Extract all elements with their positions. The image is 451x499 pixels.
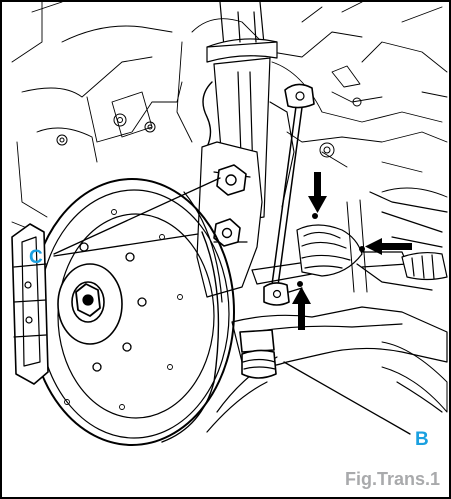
lower-arm xyxy=(206,306,448,433)
body-panel-linework xyxy=(11,2,448,233)
arrow-up xyxy=(292,287,311,330)
panel-bolts xyxy=(56,97,362,158)
knuckle-bolt-lower xyxy=(213,218,241,247)
marker-dot-2 xyxy=(359,246,365,252)
leader-c-lower xyxy=(53,233,199,257)
arrows xyxy=(292,172,412,330)
callout-label-c: C xyxy=(29,247,43,268)
anti-roll-bar-link xyxy=(263,83,315,306)
brake-caliper xyxy=(11,223,49,385)
leader-lines xyxy=(53,177,411,435)
marker-dot-1 xyxy=(312,213,318,219)
arrow-down xyxy=(308,172,327,213)
ball-joint xyxy=(239,329,277,379)
figure-caption: Fig.Trans.1 xyxy=(344,469,440,489)
wheel-studs xyxy=(79,242,147,372)
drive-shaft xyxy=(251,191,448,293)
arrow-left xyxy=(365,238,412,255)
leader-c-upper xyxy=(53,177,221,255)
knuckle-bolt-upper xyxy=(216,164,247,196)
hub xyxy=(57,209,183,410)
callout-label-b: B xyxy=(415,429,429,450)
marker-dot-3 xyxy=(297,281,303,287)
leader-b xyxy=(283,361,411,435)
